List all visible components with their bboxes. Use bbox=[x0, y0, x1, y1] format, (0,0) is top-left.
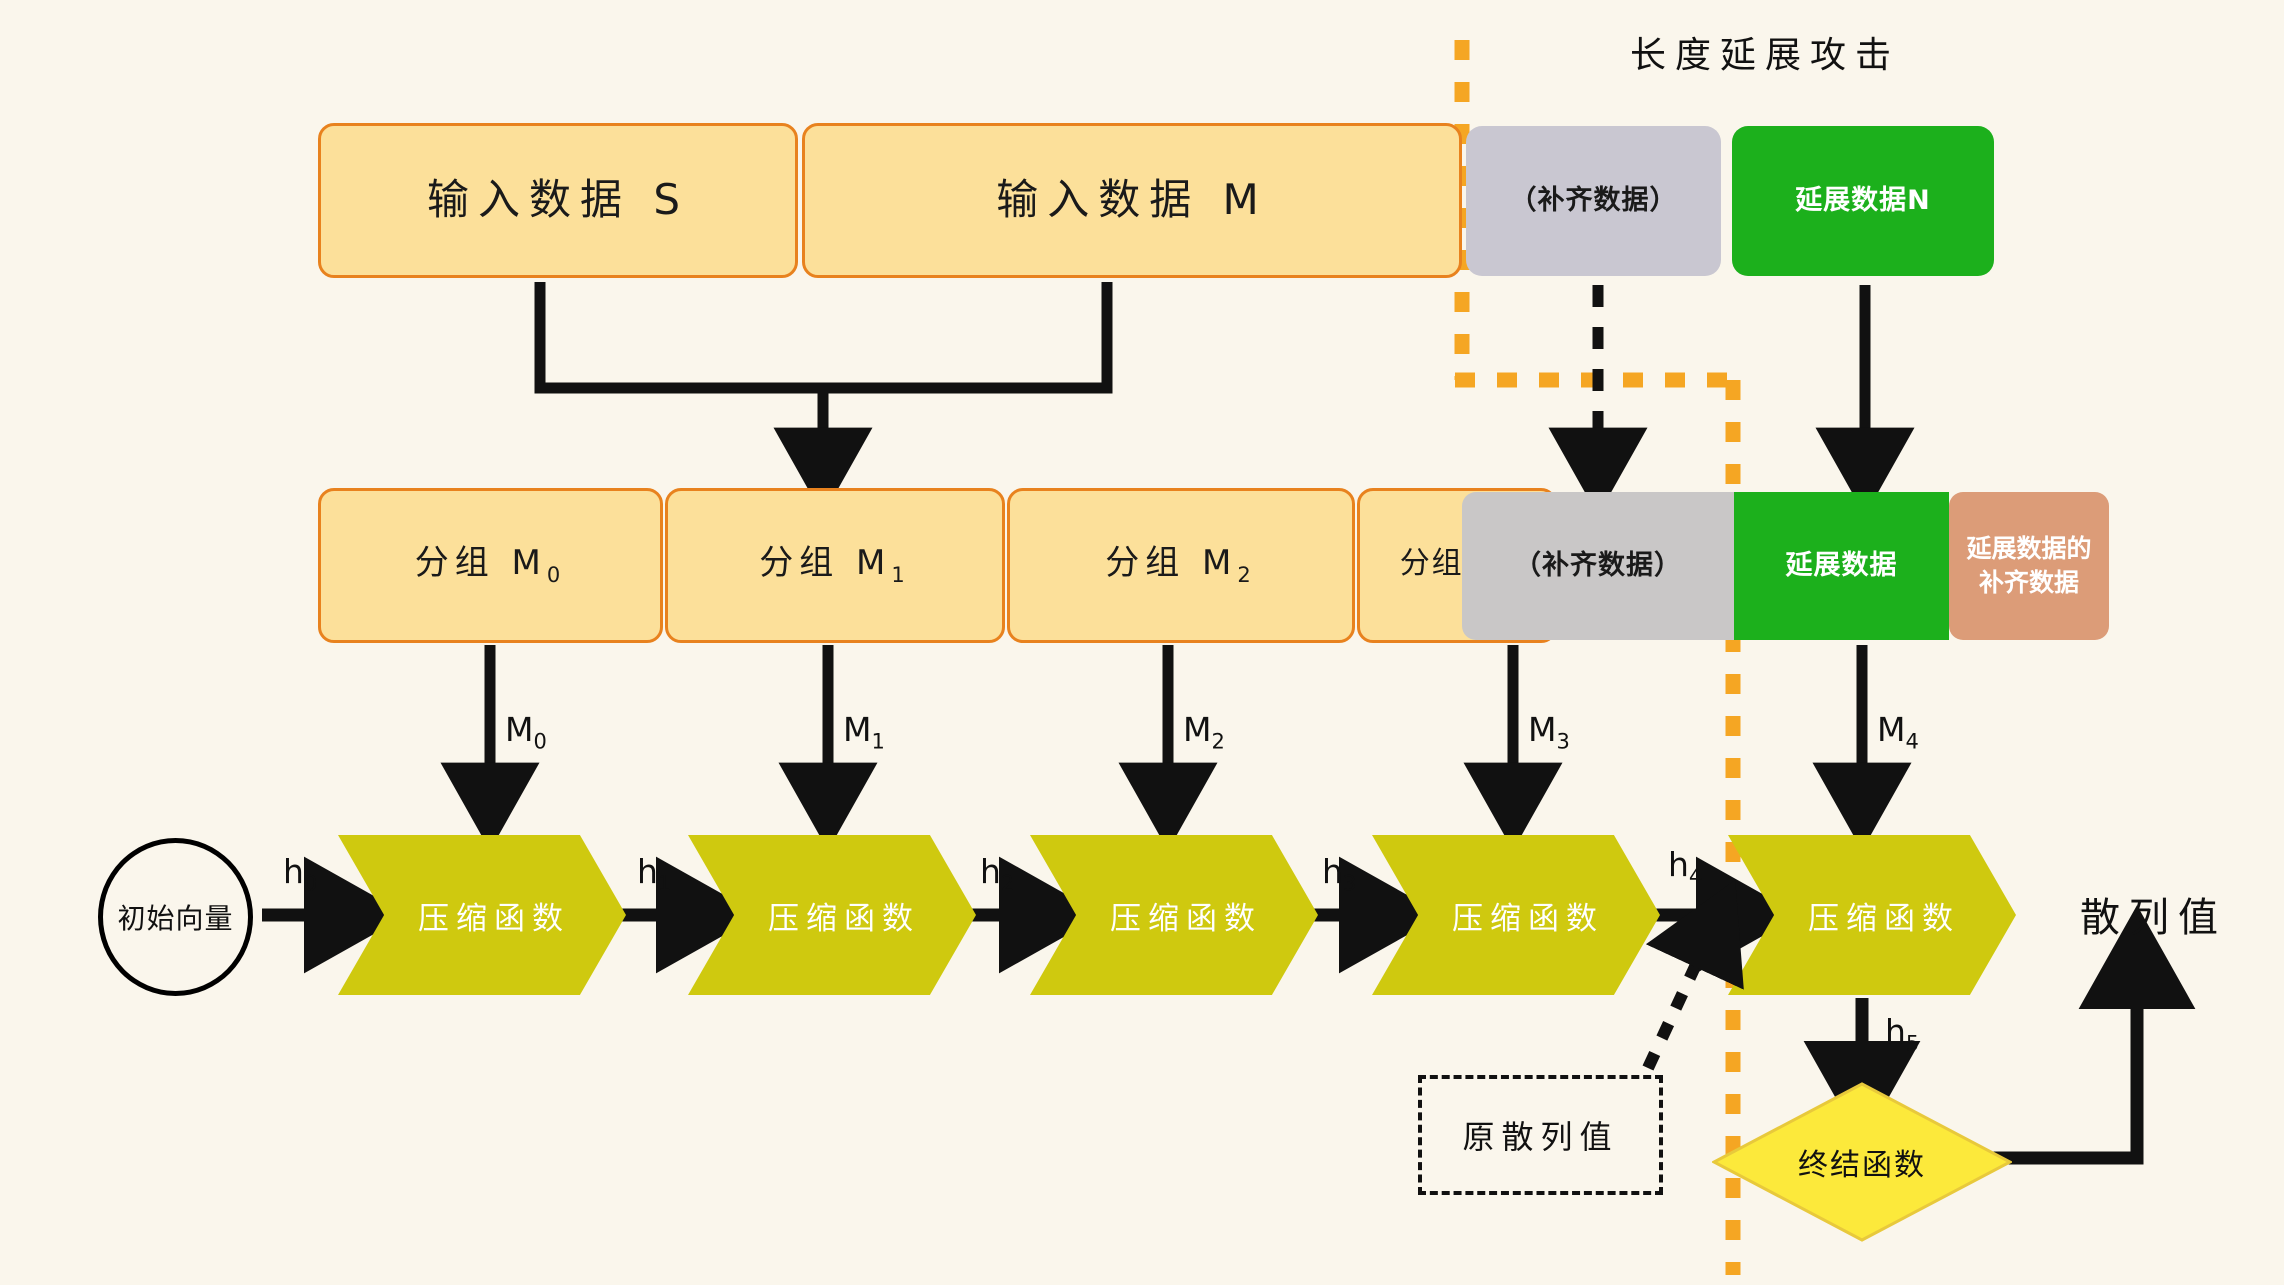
merge-bracket bbox=[534, 282, 1113, 394]
label-m1-sub: 1 bbox=[871, 729, 885, 754]
original-hash-label: 原散列值 bbox=[1462, 1118, 1619, 1156]
label-h4: h4 bbox=[1668, 845, 1702, 889]
label-h5-letter: h bbox=[1885, 1012, 1906, 1051]
block-group-m0-text: 分组 M bbox=[414, 543, 547, 584]
label-h2-letter: h bbox=[980, 852, 1001, 891]
initial-vector-node: 初始向量 bbox=[98, 838, 253, 996]
label-m1: M1 bbox=[843, 710, 885, 754]
compression-function-3-label: 压缩函数 bbox=[1110, 900, 1262, 937]
label-h0-sub: 0 bbox=[303, 871, 318, 896]
label-m0-letter: M bbox=[505, 710, 534, 749]
label-m4-letter: M bbox=[1877, 710, 1906, 749]
block-extension-data-label: 延展数据 bbox=[1785, 550, 1898, 582]
label-m3-sub: 3 bbox=[1556, 729, 1570, 754]
block-extension-data-n-label: 延展数据N bbox=[1795, 185, 1931, 217]
label-h4-sub: 4 bbox=[1688, 864, 1703, 889]
original-hash-dotted-arrow bbox=[1642, 879, 1744, 1071]
label-m1-letter: M bbox=[843, 710, 872, 749]
block-group-m1: 分组 M1 bbox=[665, 488, 1005, 643]
finalization-function-node: 终结函数 bbox=[1712, 1082, 2012, 1242]
block-padding-top: （补齐数据） bbox=[1466, 126, 1721, 276]
label-h1-sub: 1 bbox=[657, 871, 672, 896]
block-input-data-s-label: 输入数据 S bbox=[426, 175, 689, 225]
label-m4: M4 bbox=[1877, 710, 1919, 754]
label-m4-sub: 4 bbox=[1905, 729, 1919, 754]
block-group-m2-text: 分组 M bbox=[1105, 543, 1238, 584]
block-extension-data: 延展数据 bbox=[1734, 492, 1949, 640]
block-group-m0: 分组 M0 bbox=[318, 488, 663, 643]
compression-function-1: 压缩函数 bbox=[338, 835, 626, 995]
block-group-m1-sub: 1 bbox=[891, 563, 911, 588]
compression-function-4: 压缩函数 bbox=[1372, 835, 1660, 995]
block-padding-groups: （补齐数据） bbox=[1462, 492, 1734, 640]
compression-function-2: 压缩函数 bbox=[688, 835, 976, 995]
label-m2-letter: M bbox=[1183, 710, 1212, 749]
block-input-data-m: 输入数据 M bbox=[802, 123, 1462, 278]
block-extension-padding-line1: 延展数据的 bbox=[1966, 534, 2092, 564]
compression-function-3: 压缩函数 bbox=[1030, 835, 1318, 995]
label-h5: h5 bbox=[1885, 1012, 1919, 1056]
label-h1: h1 bbox=[637, 852, 671, 896]
compression-function-5-label: 压缩函数 bbox=[1808, 900, 1960, 937]
label-h0: h0 bbox=[283, 852, 317, 896]
label-h2: h2 bbox=[980, 852, 1014, 896]
diagram-title: 长度延展攻击 bbox=[1630, 35, 1901, 76]
hash-value-label: 散列值 bbox=[2080, 895, 2227, 941]
label-m3: M3 bbox=[1528, 710, 1570, 754]
label-m3-letter: M bbox=[1528, 710, 1557, 749]
label-h1-letter: h bbox=[637, 852, 658, 891]
label-h3: h3 bbox=[1322, 852, 1356, 896]
finalization-function-label: 终结函数 bbox=[1798, 1148, 1926, 1183]
block-extension-data-n: 延展数据N bbox=[1732, 126, 1994, 276]
block-group-m1-label: 分组 M1 bbox=[759, 542, 911, 588]
compression-function-2-label: 压缩函数 bbox=[768, 900, 920, 937]
compression-function-4-label: 压缩函数 bbox=[1452, 900, 1604, 937]
block-padding-top-label: （补齐数据） bbox=[1509, 185, 1678, 217]
original-hash-box: 原散列值 bbox=[1418, 1075, 1663, 1195]
label-m2-sub: 2 bbox=[1211, 729, 1225, 754]
block-group-m0-sub: 0 bbox=[546, 563, 567, 588]
block-group-m0-label: 分组 M0 bbox=[415, 542, 567, 588]
label-h5-sub: 5 bbox=[1905, 1031, 1920, 1056]
label-m0: M0 bbox=[505, 710, 547, 754]
compression-function-5: 压缩函数 bbox=[1728, 835, 2016, 995]
block-input-data-s: 输入数据 S bbox=[318, 123, 798, 278]
block-input-data-m-label: 输入数据 M bbox=[996, 175, 1268, 225]
label-m2: M2 bbox=[1183, 710, 1225, 754]
initial-vector-label: 初始向量 bbox=[117, 902, 234, 935]
label-h2-sub: 2 bbox=[1000, 871, 1015, 896]
block-padding-groups-label: （补齐数据） bbox=[1514, 550, 1682, 582]
block-group-m2-label: 分组 M2 bbox=[1105, 542, 1257, 588]
label-h0-letter: h bbox=[283, 852, 304, 891]
block-extension-padding: 延展数据的 补齐数据 bbox=[1949, 492, 2109, 640]
label-h4-letter: h bbox=[1668, 845, 1689, 884]
compression-function-1-label: 压缩函数 bbox=[418, 900, 570, 937]
label-h3-sub: 3 bbox=[1342, 871, 1357, 896]
label-m0-sub: 0 bbox=[533, 729, 547, 754]
block-group-m1-text: 分组 M bbox=[759, 543, 892, 584]
block-group-m2-sub: 2 bbox=[1237, 563, 1257, 588]
block-group-m2: 分组 M2 bbox=[1007, 488, 1355, 643]
block-extension-padding-line2: 补齐数据 bbox=[1978, 568, 2079, 597]
label-h3-letter: h bbox=[1322, 852, 1343, 891]
finalization-diamond-icon bbox=[1712, 1082, 2012, 1242]
